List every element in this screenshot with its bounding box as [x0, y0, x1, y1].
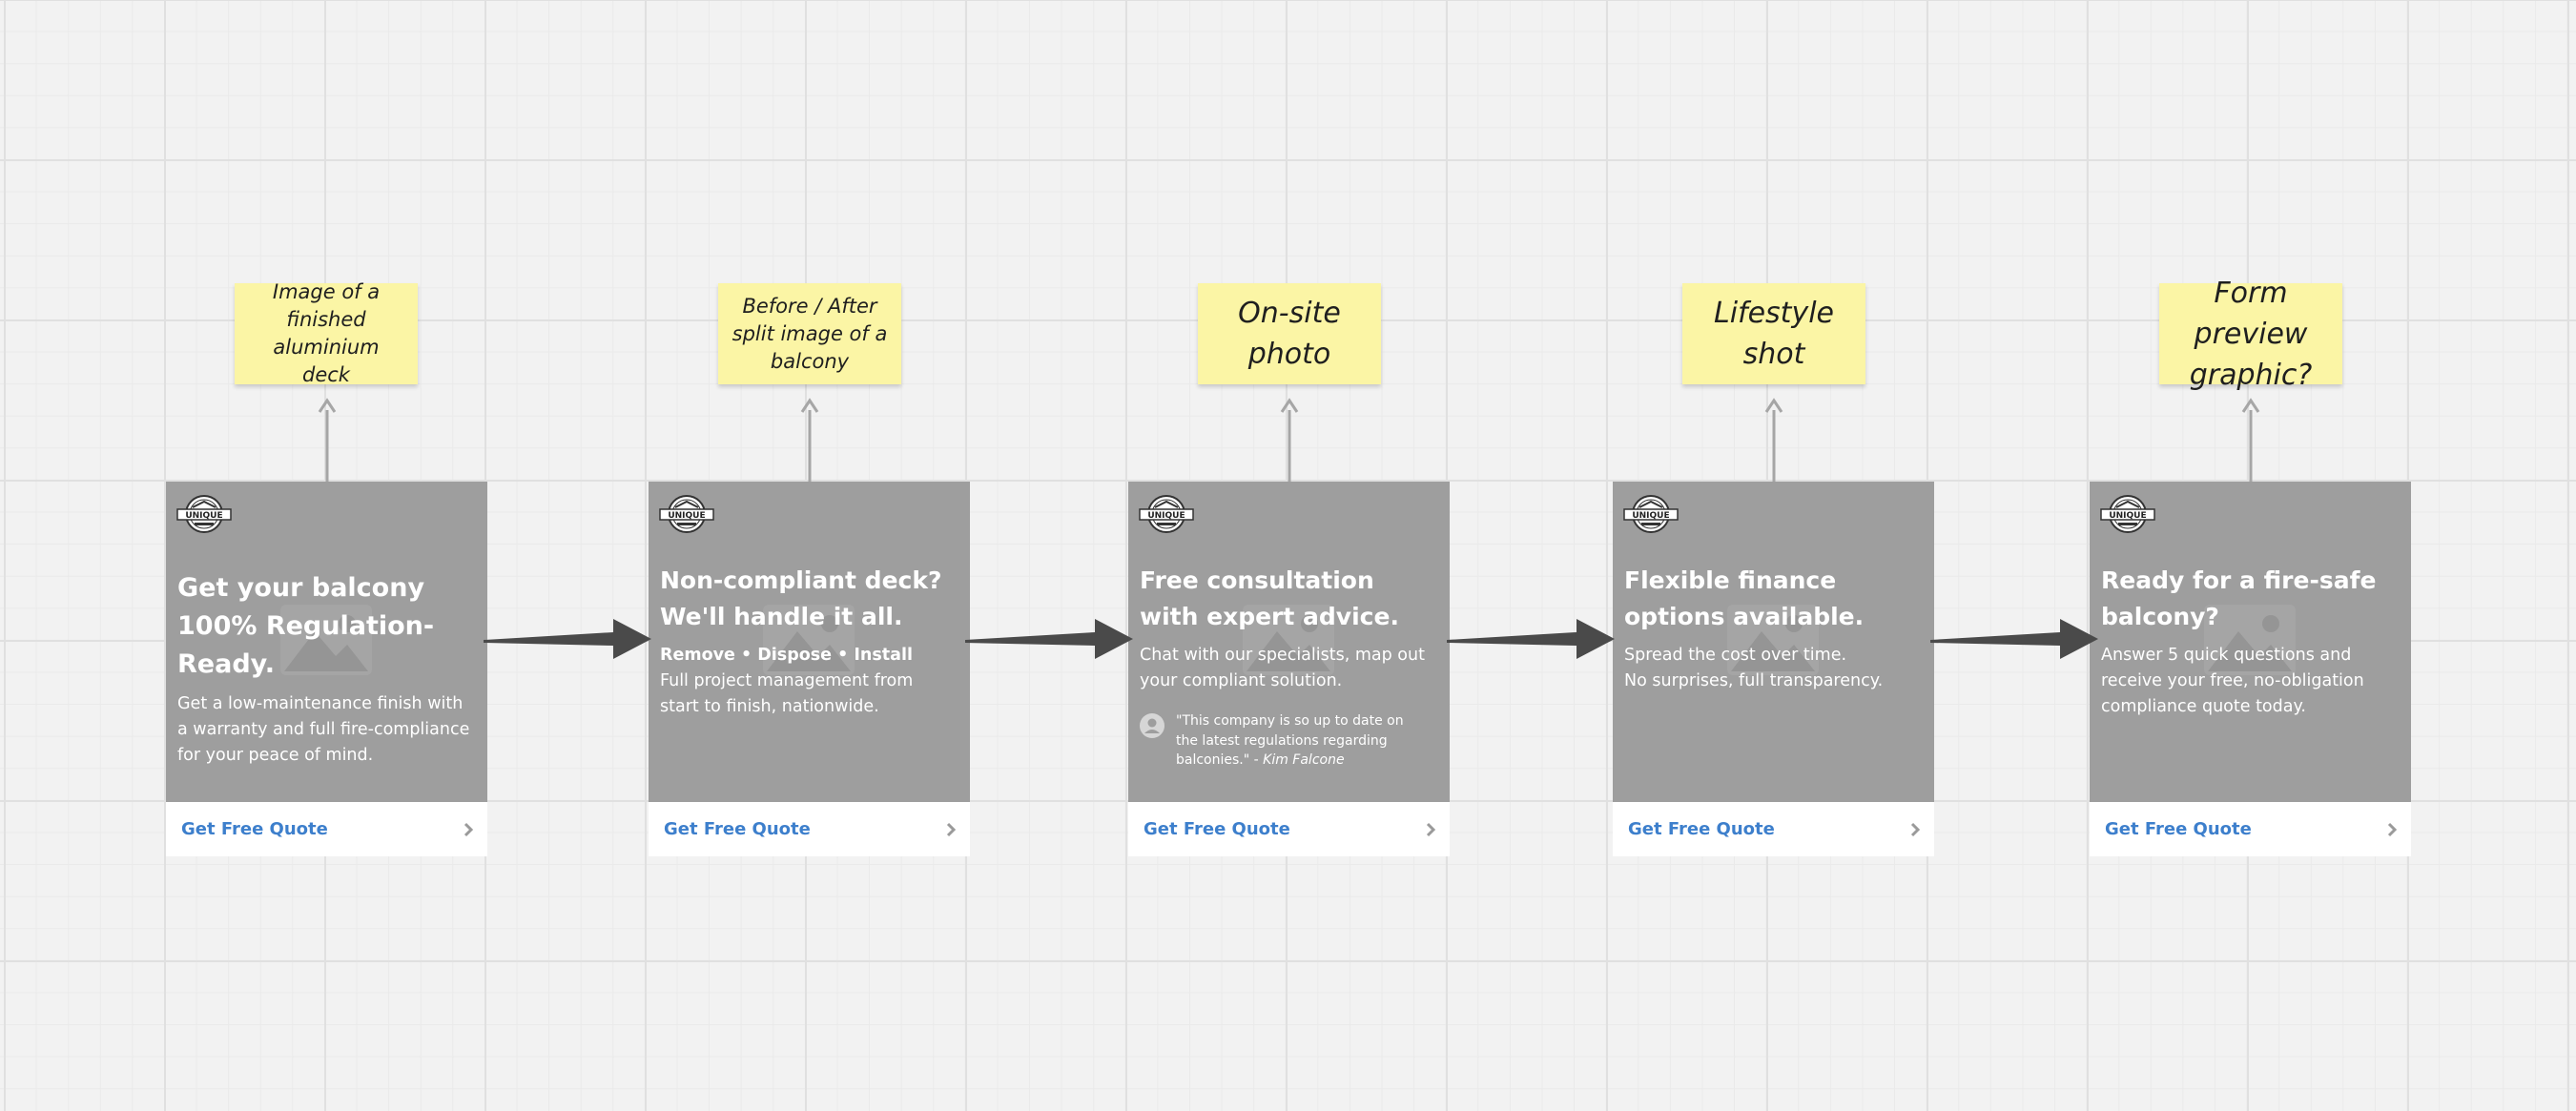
sticky-note-text: Form preview graphic?: [2189, 276, 2313, 392]
sticky-note-2[interactable]: Before / After split image of a balcony: [718, 283, 901, 384]
image-placeholder-icon: [763, 605, 855, 675]
testimonial-author: Kim Falcone: [1263, 752, 1345, 768]
connector-arrow-up[interactable]: [800, 397, 819, 483]
chevron-right-icon: [946, 822, 957, 836]
chevron-right-icon: [2387, 822, 2398, 836]
image-placeholder-icon: [1243, 605, 1334, 675]
ad-card-2[interactable]: UNIQUE Non-compliant deck?We'll handle i…: [649, 482, 970, 856]
cta-label: Get Free Quote: [181, 819, 328, 839]
connector-arrow-up[interactable]: [1280, 397, 1299, 483]
get-free-quote-button[interactable]: Get Free Quote: [166, 802, 487, 856]
connector-arrow-up[interactable]: [318, 397, 337, 483]
image-placeholder-icon: [2204, 605, 2296, 675]
unique-logo-icon: UNIQUE: [176, 495, 232, 533]
cta-label: Get Free Quote: [1144, 819, 1290, 839]
get-free-quote-button[interactable]: Get Free Quote: [1613, 802, 1934, 856]
sticky-note-text: On-site photo: [1238, 297, 1341, 371]
logo-text: UNIQUE: [1632, 511, 1669, 521]
sticky-note-4[interactable]: Lifestyle shot: [1682, 283, 1865, 384]
user-avatar-icon: [1140, 713, 1164, 738]
sticky-note-text: Lifestyle shot: [1713, 297, 1834, 371]
logo-text: UNIQUE: [185, 511, 222, 521]
unique-logo-icon: UNIQUE: [1139, 495, 1194, 533]
sticky-note-1[interactable]: Image of a finished aluminium deck: [235, 280, 418, 386]
sticky-note-text: Before / After split image of a balcony: [732, 294, 888, 373]
unique-logo-icon: UNIQUE: [1623, 495, 1679, 533]
chevron-right-icon: [464, 822, 474, 836]
get-free-quote-button[interactable]: Get Free Quote: [649, 802, 970, 856]
sticky-note-text: Image of a finished aluminium deck: [272, 280, 381, 386]
connector-arrow-up[interactable]: [2241, 397, 2260, 483]
flow-arrow-right[interactable]: [1447, 615, 1615, 663]
connector-arrow-up[interactable]: [1764, 397, 1783, 483]
flow-arrow-right[interactable]: [1930, 615, 2098, 663]
card-headline: Non-compliant deck?We'll handle it all.: [660, 566, 942, 630]
card-body-text: Spread the cost over time.No surprises, …: [1624, 646, 1884, 690]
flow-arrow-right[interactable]: [484, 615, 651, 663]
get-free-quote-button[interactable]: Get Free Quote: [1128, 802, 1450, 856]
chevron-right-icon: [1426, 822, 1436, 836]
flow-arrow-right[interactable]: [965, 615, 1133, 663]
logo-text: UNIQUE: [2109, 511, 2146, 521]
chevron-right-icon: [1910, 822, 1921, 836]
unique-logo-icon: UNIQUE: [2100, 495, 2155, 533]
cta-label: Get Free Quote: [1628, 819, 1775, 839]
sticky-note-5[interactable]: Form preview graphic?: [2159, 277, 2342, 392]
unique-logo-icon: UNIQUE: [659, 495, 714, 533]
cta-label: Get Free Quote: [664, 819, 811, 839]
image-placeholder-icon: [280, 605, 372, 675]
get-free-quote-button[interactable]: Get Free Quote: [2090, 802, 2411, 856]
image-placeholder-icon: [1727, 605, 1819, 675]
logo-text: UNIQUE: [1147, 511, 1185, 521]
logo-text: UNIQUE: [668, 511, 705, 521]
cta-label: Get Free Quote: [2105, 819, 2252, 839]
sticky-note-3[interactable]: On-site photo: [1198, 283, 1381, 384]
